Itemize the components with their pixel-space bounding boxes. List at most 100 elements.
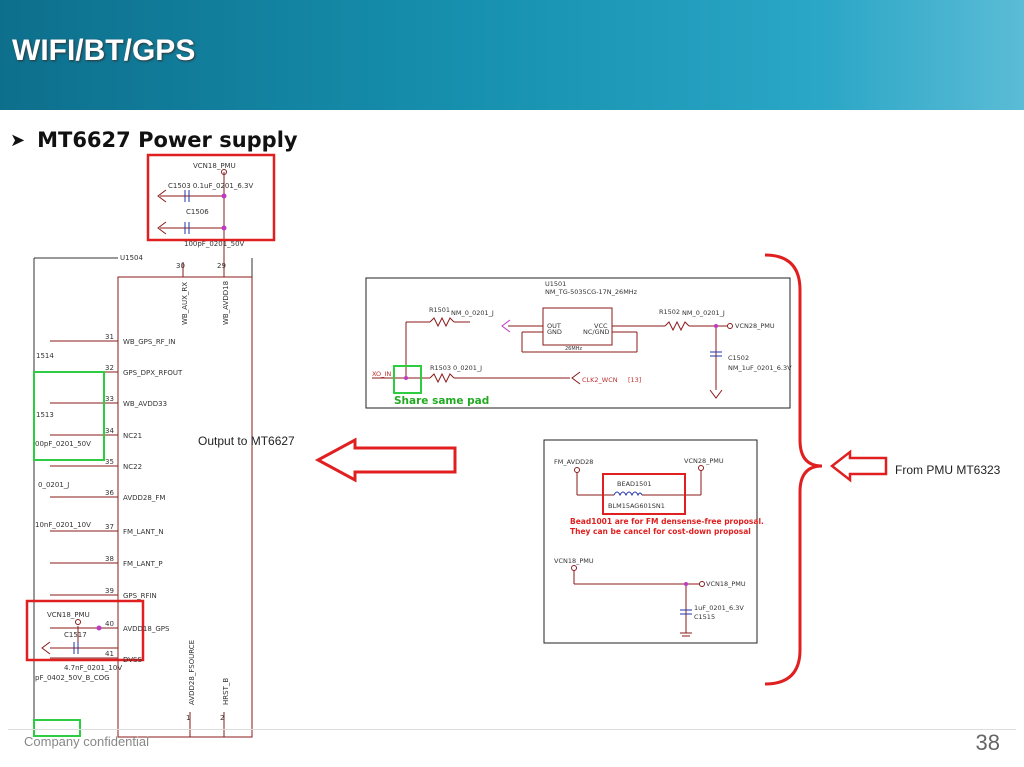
c1506-label: C1506: [186, 208, 209, 216]
pin-31-num: 31: [105, 333, 114, 341]
clk-ref-label: [13]: [628, 376, 641, 384]
left-label-cap-value-2: 10nF_0201_10V: [35, 521, 91, 529]
vcn28-junction-dot: [714, 324, 718, 328]
c1503-label: C1503 0.1uF_0201_6.3V: [168, 182, 253, 190]
from-pmu-arrow-icon: [829, 449, 888, 483]
xtal-labels: U1501 NM_TG-5035CG-17N_26MHz R1501 NM_0_…: [372, 280, 792, 384]
bead-part-label: BLM15AG601SN1: [608, 502, 665, 510]
r1502-value: NM_0_0201_J: [682, 309, 725, 317]
wb-avdd18-label: WB_AVDD18: [222, 281, 230, 325]
c1506-value: 100pF_0201_50V: [184, 240, 245, 248]
pin29-num: 29: [217, 262, 226, 270]
output-label: Output to MT6627: [198, 434, 295, 448]
footer-divider: [8, 729, 1016, 730]
green-highlight-box-1: [33, 371, 105, 461]
xo-junction-dot: [404, 376, 408, 380]
left-label-1514: 1514: [36, 352, 54, 360]
pin-36-name: AVDD28_FM: [123, 494, 165, 502]
xtal-freq-label: 26MHz: [565, 346, 582, 352]
pin30-num: 30: [176, 262, 185, 270]
fm-junction-dot: [684, 582, 688, 586]
pin-33-num: 33: [105, 395, 114, 403]
c1502-label: C1502: [728, 354, 749, 362]
fm-vcn18-right-label: VCN18_PMU: [706, 580, 746, 588]
u1501-out-pin: OUT: [547, 322, 561, 330]
from-pmu-label: From PMU MT6323: [895, 463, 1001, 477]
red-box-top-caps: [146, 153, 276, 242]
green-highlight-box-2: [33, 719, 81, 737]
u1504-box: [117, 276, 253, 738]
u1501-part: NM_TG-5035CG-17N_26MHz: [545, 288, 638, 296]
bottom-pin-1-num: 1: [186, 714, 190, 722]
red-box-bottom-cap: [25, 599, 145, 662]
r1503-label: R1503: [430, 364, 451, 372]
footer-confidential: Company confidential: [24, 734, 150, 749]
red-box-bead: [602, 473, 686, 515]
u1501-nc-pin: NC/GND: [583, 328, 610, 336]
clk2-wcn-label: CLK2_WCN: [582, 376, 618, 384]
arrow-bullet-icon: ➤: [10, 129, 26, 150]
fm-wiring: [571, 465, 705, 637]
wb-aux-rx-label: WB_AUX_RX: [181, 282, 189, 325]
pin-37-num: 37: [105, 523, 114, 531]
fm-vcn18-label: VCN18_PMU: [554, 557, 594, 565]
fm-avdd28-label: FM_AVDD28: [554, 458, 593, 466]
pin-34-name: NC21: [123, 432, 142, 440]
page-number: 38: [975, 730, 1000, 755]
fm-labels: FM_AVDD28 VCN28_PMU BEAD1501 BLM15AG601S…: [554, 457, 746, 621]
bead-note-2: They can be cancel for cost-down proposa…: [570, 527, 751, 536]
pin-33-name: WB_AVDD33: [123, 400, 167, 408]
r1501-label: R1501: [429, 306, 450, 314]
brace-icon: [764, 253, 823, 686]
left-label-resistor: 0_0201_J: [38, 481, 69, 489]
avdd28-fsource-label: AVDD28_FSOURCE: [188, 640, 196, 705]
share-same-pad-label: Share same pad: [394, 395, 489, 407]
r1503-value: 0_0201_J: [453, 364, 482, 372]
pin-39-name: GPS_RFIN: [123, 592, 157, 600]
hrst-b-label: HRST_B: [222, 678, 230, 705]
u1501-vcc-pin: VCC: [594, 322, 608, 330]
pin-32-name: GPS_DPX_RFOUT: [123, 369, 183, 377]
pin-38-num: 38: [105, 555, 114, 563]
u1504-label: U1504: [120, 254, 143, 262]
slide-header: WIFI/BT/GPS: [0, 0, 1024, 110]
r1502-label: R1502: [659, 308, 680, 316]
vcn18-bottom-label: VCN18_PMU: [47, 611, 90, 619]
c1502-value: NM_1uF_0201_6.3V: [728, 364, 792, 372]
pin-41-num: 41: [105, 650, 114, 658]
c1515-value: 1uF_0201_6.3V: [694, 604, 744, 612]
pin-41-name: DVSS: [123, 656, 142, 664]
pin-36-num: 36: [105, 489, 114, 497]
pin-31-name: WB_GPS_RF_IN: [123, 338, 176, 346]
pin-40-name: AVDD18_GPS: [123, 625, 170, 633]
pin-34-num: 34: [105, 427, 114, 435]
xo-in-label: XO_IN: [372, 370, 391, 378]
bullet-line: ➤ MT6627 Power supply: [10, 128, 298, 152]
r1501-value: NM_0_0201_J: [451, 309, 494, 317]
u1501-gnd-pin: GND: [547, 328, 562, 336]
left-schematic: [33, 169, 253, 738]
pin-35-num: 35: [105, 458, 114, 466]
c1517-label: C1517: [64, 631, 87, 639]
pin-38-name: FM_LANT_P: [123, 560, 163, 568]
fm-panel: [543, 439, 758, 644]
c1515-label: C1515: [694, 613, 715, 621]
bead1501-label: BEAD1501: [617, 480, 652, 488]
xtal-panel: [365, 277, 791, 409]
bullet-text: MT6627 Power supply: [37, 128, 298, 152]
bead-note-1: Bead1001 are for FM densense-free propos…: [570, 517, 764, 526]
share-pad-highlight: [393, 365, 422, 394]
slide-title: WIFI/BT/GPS: [12, 34, 196, 67]
pin-35-name: NC22: [123, 463, 142, 471]
pin-37-name: FM_LANT_N: [123, 528, 164, 536]
u1501-label: U1501: [545, 280, 566, 288]
xtal-vcn28-label: VCN28_PMU: [735, 322, 775, 330]
vcn18-top-label: VCN18_PMU: [193, 162, 236, 170]
output-arrow-icon: [314, 437, 457, 483]
left-label-cap-value-4: 4.7nF_0201_10V: [64, 664, 122, 672]
fm-vcn28-label: VCN28_PMU: [684, 457, 724, 465]
xtal-wiring: [372, 307, 733, 399]
pin-39-num: 39: [105, 587, 114, 595]
left-schematic-labels: VCN18_PMU C1503 0.1uF_0201_6.3V C1506 10…: [35, 162, 253, 722]
